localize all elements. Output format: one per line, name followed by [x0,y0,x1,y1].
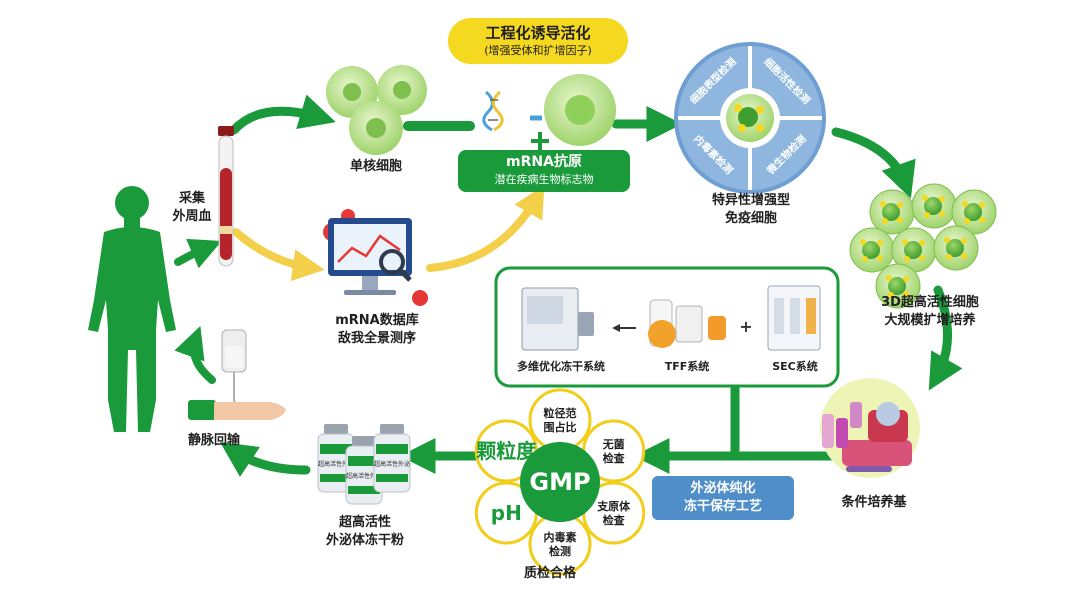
gmp-petal-label: 颗粒度 [476,439,537,463]
cell-cluster-3d-icon [849,183,997,309]
activation-title: 工程化诱导活化 [485,24,591,42]
process-box [494,266,840,388]
blood-tube-icon [218,126,234,267]
exosome-process-1: 外泌体纯化 [690,481,756,496]
label-sec: SEC系统 [772,360,818,373]
label-collect-2: 外周血 [172,209,212,224]
label-tff: TFF系统 [664,360,710,373]
human-body-icon [88,186,176,432]
iv-bag-icon [221,329,251,411]
bottle-label: 超高活性外泌 [374,460,410,468]
gmp-petal-label: 支原体检查 [596,499,631,527]
gmp-center-label: GMP [529,468,590,496]
gmp-petal [528,388,592,452]
label-powder-1: 超高活性 [338,515,391,530]
label-enhanced-cell-1: 特异性增强型 [711,193,790,208]
mrna-title: mRNA抗原 [506,154,582,170]
exosome-process-box: 外泌体纯化 冻干保存工艺 [652,476,794,520]
gmp-petal-label: pH [491,501,522,525]
label-powder-2: 外泌体冻干粉 [325,533,404,548]
arrow-body-to-blood [174,238,222,269]
culture-medium-icon [820,378,920,478]
dna-icon [482,90,504,132]
mononuclear-cells-icon [326,65,427,155]
arrow-iv-to-body [174,325,216,384]
label-freeze-dry: 多维优化冻干系统 [517,360,605,373]
label-culture-3d-2: 大规模扩增培养 [884,313,976,328]
arrow-blood-to-database [232,228,325,282]
cycle-arrows [174,94,963,477]
exosome-process-2: 冻干保存工艺 [683,499,762,514]
gmp-petal-label: 粒径范围占比 [544,406,577,434]
arrow-blood-to-cells [229,94,336,135]
gmp-center [520,442,600,522]
plus-icon [531,132,549,150]
bottle-label: 超高活性外泌 [346,472,382,480]
label-plus: + [739,317,753,336]
detection-ring: 细胞表型检测细胞活性检测微生物检测内毒素检测 [674,42,826,194]
label-database-2: 敌我全景测序 [337,331,416,346]
label-enhanced-cell-2: 免疫细胞 [724,211,777,226]
label-qc: 质检合格 [523,566,576,581]
label-database-1: mRNA数据库 [335,313,419,328]
tff-system-icon [648,299,726,348]
activation-subtitle: (增强受体和扩增因子) [484,44,592,57]
mrna-antigen-box: mRNA抗原 潜在疾病生物标志物 [458,150,630,192]
label-iv: 静脉回输 [187,433,240,448]
label-medium: 条件培养基 [841,495,907,510]
database-monitor-icon [323,209,428,306]
label-culture-3d-1: 3D超高活性细胞 [881,295,979,310]
mrna-subtitle: 潜在疾病生物标志物 [494,173,594,186]
arrow-detection-to-culture [831,127,916,199]
arrow-powder-to-iv [220,442,311,477]
label-mononuclear: 单核细胞 [349,159,402,174]
yellow-arrows [232,184,545,282]
activation-title-pill: 工程化诱导活化 (增强受体和扩增因子) [448,18,628,64]
freeze-dryer-icon [521,287,594,351]
bottle-label: 超高活性外泌 [318,460,354,468]
arrow-culture-to-medium [928,285,963,391]
activated-cell-icon [530,74,616,146]
sec-system-icon [767,285,821,351]
label-collect-1: 采集 [178,191,205,206]
gmp-petal-label: 无菌检查 [602,437,625,465]
arrow-database-to-mrna [426,184,545,272]
gmp-petal-label: 内毒素检测 [544,530,577,558]
arm-icon [188,400,286,420]
